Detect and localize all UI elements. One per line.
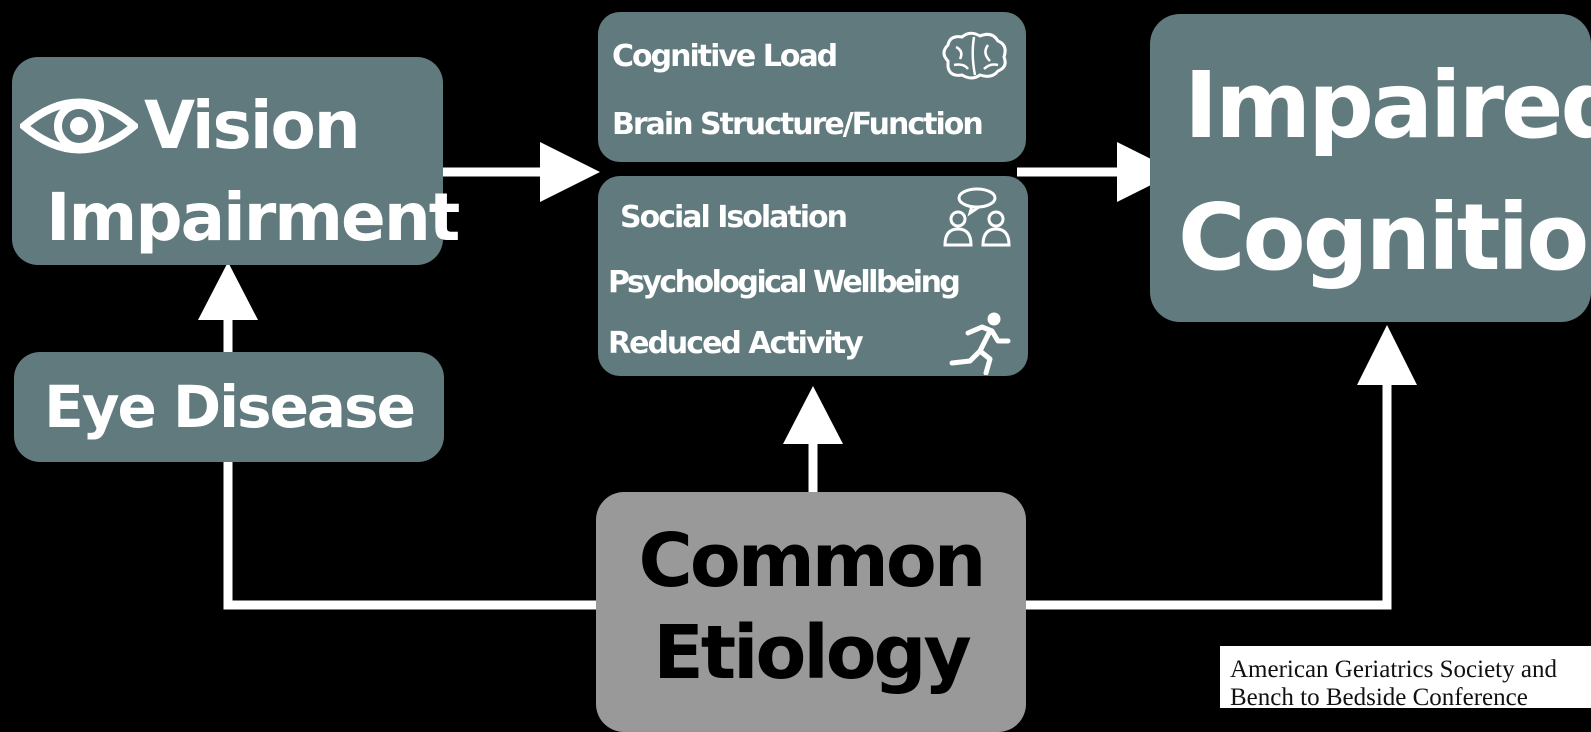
arrowhead-mechanisms-to-cognition xyxy=(1117,142,1177,202)
vision-label-line1: Vision xyxy=(144,87,361,164)
impaired-cognition-box: Impaired Cognition xyxy=(1150,14,1591,322)
arrowhead-etiology-to-mechanisms xyxy=(783,386,843,444)
cognitive-mechanisms-box: Cognitive Load Brain Structure/Function xyxy=(598,12,1026,162)
arrowhead-eyedisease-to-vision xyxy=(198,262,258,320)
psychological-wellbeing-label: Psychological Wellbeing xyxy=(608,264,961,300)
eye-icon xyxy=(20,93,138,159)
vision-label-line2: Impairment xyxy=(46,179,460,256)
caption-line2: Bench to Bedside Conference xyxy=(1230,684,1528,708)
common-etiology-box: Common Etiology xyxy=(596,492,1026,732)
diagram: Vision Impairment Eye Disease Cognitive … xyxy=(12,12,1591,732)
brain-structure-label: Brain Structure/Function xyxy=(612,106,984,142)
runner-icon xyxy=(946,311,1012,375)
social-isolation-label: Social Isolation xyxy=(620,199,848,235)
people-chat-icon xyxy=(942,187,1012,247)
connector-layer xyxy=(198,142,1417,610)
brain-icon xyxy=(938,31,1010,81)
line-etiology-to-eyedisease xyxy=(223,462,598,610)
reduced-activity-label: Reduced Activity xyxy=(608,325,864,361)
psychosocial-mechanisms-box: Social Isolation Psychological Wellbeing… xyxy=(598,176,1028,376)
eye-disease-label: Eye Disease xyxy=(44,373,416,441)
vision-impairment-box: Vision Impairment xyxy=(12,57,460,265)
arrowhead-vision-to-mechanisms xyxy=(540,142,600,202)
etiology-label-line1: Common xyxy=(638,518,987,604)
etiology-label-line2: Etiology xyxy=(653,610,972,696)
source-caption: American Geriatrics Society and Bench to… xyxy=(1220,646,1591,708)
eye-disease-box: Eye Disease xyxy=(14,352,444,462)
impaired-label-line2: Cognition xyxy=(1178,184,1591,291)
line-etiology-to-cognition xyxy=(1024,382,1392,610)
cognitive-load-label: Cognitive Load xyxy=(612,38,838,74)
arrowhead-etiology-to-cognition xyxy=(1357,325,1417,385)
impaired-label-line1: Impaired xyxy=(1184,52,1591,159)
caption-line1: American Geriatrics Society and xyxy=(1230,656,1557,683)
